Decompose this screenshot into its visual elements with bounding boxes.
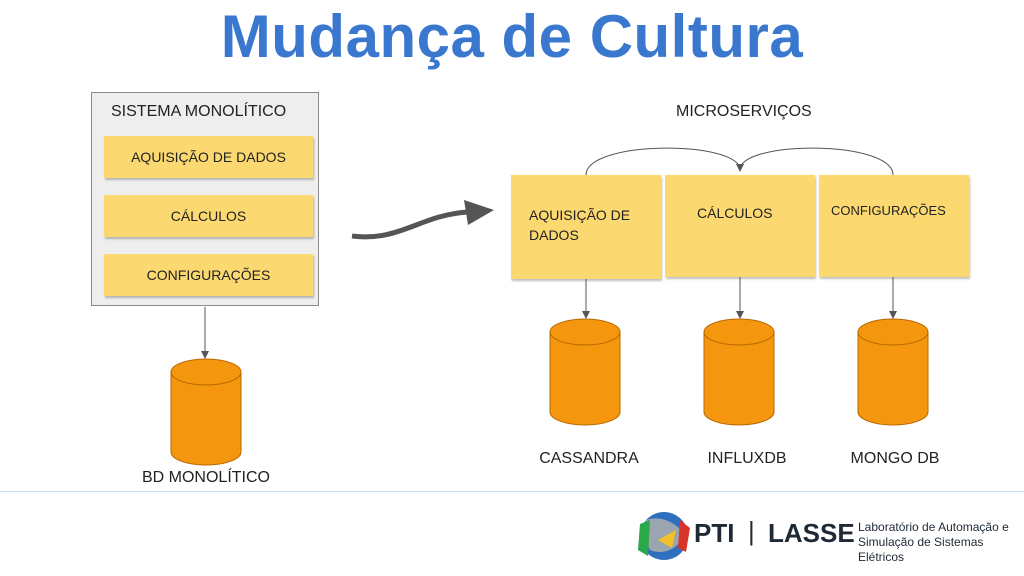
- transition-arrow-shaft: [351, 209, 469, 240]
- ms-calculations: CÁLCULOS: [665, 175, 815, 277]
- service-link-right: [739, 147, 894, 176]
- mongodb-label: MONGO DB: [850, 450, 940, 467]
- ms-data-acquisition: AQUISIÇÃO DE DADOS: [511, 175, 661, 279]
- mono-database-label: BD MONOLÍTICO: [141, 469, 270, 486]
- transition-arrow-head: [464, 200, 494, 225]
- cassandra-database-cylinder: [549, 318, 621, 426]
- ms-configurations: CONFIGURAÇÕES: [819, 175, 969, 277]
- influxdb-label: INFLUXDB: [707, 450, 787, 467]
- mono-module-data-acquisition: AQUISIÇÃO DE DADOS: [104, 136, 313, 178]
- service-link-left: [585, 147, 744, 176]
- influxdb-database-cylinder: [703, 318, 775, 426]
- mono-module-calculations: CÁLCULOS: [104, 195, 313, 237]
- slide-title: Mudança de Cultura: [220, 3, 804, 70]
- ms-configurations-label: CONFIGURAÇÕES: [831, 203, 946, 218]
- mongodb-database-cylinder: [857, 318, 929, 426]
- cassandra-label: CASSANDRA: [539, 450, 639, 467]
- footer-divider: [0, 491, 1024, 492]
- footer-lab-line-1: Laboratório de Automação e: [858, 520, 1009, 534]
- pti-globe-logo: [638, 512, 690, 560]
- mono-module-configurations: CONFIGURAÇÕES: [104, 254, 313, 296]
- footer-lab-name: Laboratório de Automação e Simulação de …: [858, 520, 1024, 565]
- ms-calculations-label: CÁLCULOS: [697, 205, 773, 221]
- ms-data-acquisition-label: AQUISIÇÃO DE DADOS: [529, 207, 631, 243]
- monolithic-system-label: SISTEMA MONOLÍTICO: [111, 103, 287, 120]
- footer-separator: |: [748, 516, 755, 546]
- footer-logo-pti: PTI: [694, 518, 735, 548]
- footer-logo-lasse: LASSE: [768, 518, 855, 548]
- mono-database-cylinder: [170, 358, 242, 466]
- footer-lab-line-2: Simulação de Sistemas Elétricos: [858, 535, 984, 564]
- microservices-label: MICROSERVIÇOS: [676, 103, 812, 120]
